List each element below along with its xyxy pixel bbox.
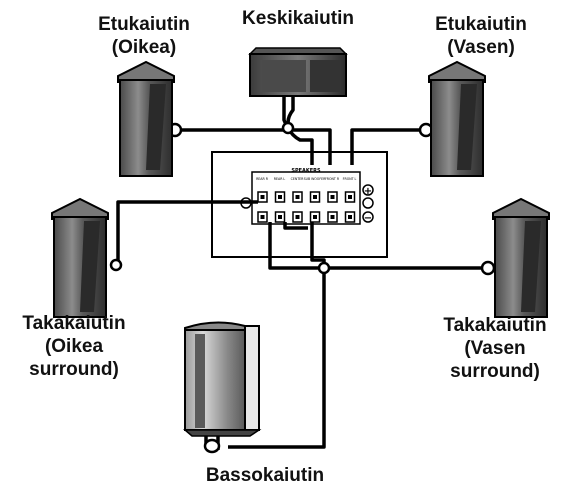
wire-rear-left xyxy=(268,222,488,270)
center-speaker xyxy=(248,47,348,97)
wire-rear-right xyxy=(116,200,258,262)
label-rear-left: Takakaiutin (Vasen surround) xyxy=(443,315,547,382)
label-front-right: Etukaiutin (Oikea) xyxy=(98,14,190,58)
label-subwoofer: Bassokaiutin xyxy=(205,465,325,486)
label-center: Keskikaiutin xyxy=(242,8,354,29)
rear-left-speaker xyxy=(492,197,550,318)
label-front-left: Etukaiutin (Vasen) xyxy=(435,14,527,58)
panel-column-label: REAR L xyxy=(274,177,286,181)
subwoofer-speaker xyxy=(182,321,262,437)
panel-column-label: FRONT L xyxy=(343,177,357,181)
wire-subwoofer xyxy=(228,222,326,449)
panel-column-label: SUB WOOFER xyxy=(304,177,327,181)
panel-plus-symbol: + xyxy=(364,186,372,197)
wire-loops xyxy=(109,121,496,454)
wire-front-left xyxy=(350,128,428,165)
wire-center xyxy=(282,95,314,165)
label-rear-right: Takakaiutin (Oikea surround) xyxy=(22,313,126,380)
front-right-speaker xyxy=(117,60,175,177)
wire-front-right xyxy=(172,128,332,165)
rear-right-speaker xyxy=(51,197,109,318)
panel-column-label: CENTER xyxy=(291,177,305,181)
panel-column-label: REAR R xyxy=(256,177,269,181)
panel-header: SPEAKERS xyxy=(291,168,321,174)
front-left-speaker xyxy=(428,60,486,177)
speaker-wires xyxy=(116,95,488,450)
panel-minus-symbol: − xyxy=(364,213,372,224)
panel-column-label: FRONT R xyxy=(325,177,340,181)
